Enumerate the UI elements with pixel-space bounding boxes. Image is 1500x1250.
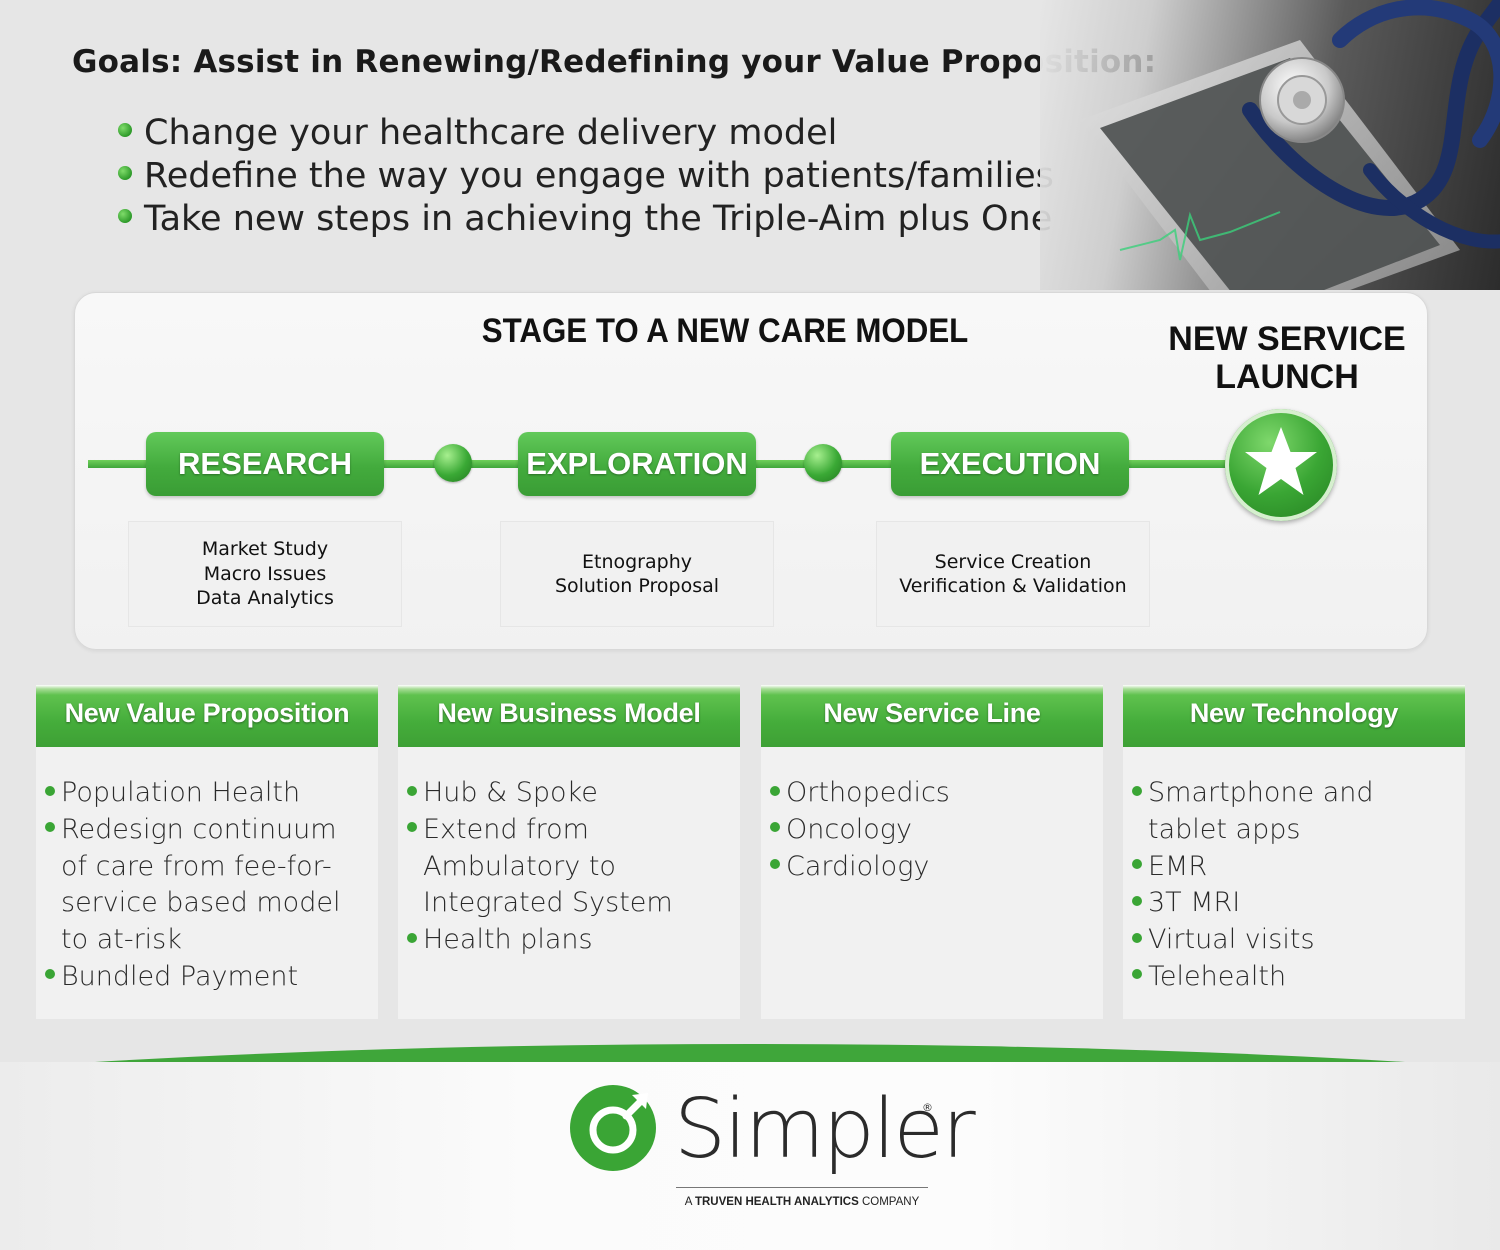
bullet-icon: [118, 166, 132, 180]
bullet-icon: [1132, 785, 1142, 796]
detail-line: Etnography: [582, 550, 692, 573]
list-item: Health plans: [398, 922, 740, 959]
list-item: Telehealth: [1123, 959, 1465, 996]
launch-title: NEW SERVICE LAUNCH: [1150, 320, 1424, 396]
launch-title-line: LAUNCH: [1215, 358, 1359, 396]
bullet-icon: [407, 785, 417, 796]
card-title: New Technology: [1123, 685, 1465, 747]
phase-execution: EXECUTION: [891, 432, 1129, 496]
footer-band: [0, 1062, 1500, 1250]
card-value-proposition: New Value Proposition Population Health …: [36, 685, 378, 1019]
detail-line: Service Creation: [934, 550, 1092, 573]
card-list: Population Health Redesign continuum of …: [36, 747, 378, 996]
goals-list: Change your healthcare delivery model Re…: [118, 112, 1054, 241]
detail-line: Solution Proposal: [554, 575, 720, 597]
registered-mark: ®: [922, 1101, 933, 1114]
bullet-icon: [1132, 969, 1142, 980]
timeline-node: [434, 444, 472, 482]
list-item: EMR: [1123, 849, 1465, 886]
detail-line: Verification & Validation: [899, 575, 1127, 597]
bullet-icon: [45, 785, 55, 796]
list-item: Redesign continuum of care from fee-for-…: [36, 812, 378, 959]
list-item: Virtual visits: [1123, 922, 1465, 959]
brand-name: Simpler: [674, 1082, 976, 1177]
card-title: New Business Model: [398, 685, 740, 747]
phase-research: RESEARCH: [146, 432, 384, 496]
card-service-line: New Service Line Orthopedics Oncology Ca…: [761, 685, 1103, 1019]
bullet-icon: [407, 932, 417, 943]
bullet-icon: [45, 969, 55, 980]
list-item: Smartphone and tablet apps: [1123, 775, 1465, 849]
phase-detail-research: Market Study Macro Issues Data Analytics: [128, 521, 402, 627]
bullet-icon: [770, 859, 780, 870]
card-list: Smartphone and tablet apps EMR 3T MRI Vi…: [1123, 747, 1465, 996]
card-list: Orthopedics Oncology Cardiology: [761, 747, 1103, 885]
bullet-icon: [118, 209, 132, 223]
goals-title: Goals: Assist in Renewing/Redefining you…: [72, 44, 1157, 80]
stethoscope-photo: [1040, 0, 1500, 290]
launch-star-badge: [1225, 409, 1337, 521]
list-item: Extend from Ambulatory to Integrated Sys…: [398, 812, 740, 922]
detail-line: Market Study: [201, 538, 329, 561]
phase-detail-exploration: Etnography Solution Proposal: [500, 521, 774, 627]
detail-line: Macro Issues: [203, 562, 327, 585]
bullet-icon: [407, 822, 417, 833]
list-item: Oncology: [761, 812, 1103, 849]
launch-title-line: NEW SERVICE: [1168, 320, 1406, 358]
phase-detail-execution: Service Creation Verification & Validati…: [876, 521, 1150, 627]
list-item: 3T MRI: [1123, 885, 1465, 922]
bullet-icon: [118, 123, 132, 137]
bullet-icon: [770, 785, 780, 796]
logo-divider: [676, 1187, 928, 1188]
list-item: Population Health: [36, 775, 378, 812]
star-icon: [1245, 427, 1317, 495]
goal-item: Change your healthcare delivery model: [118, 112, 1054, 155]
card-technology: New Technology Smartphone and tablet app…: [1123, 685, 1465, 1019]
card-list: Hub & Spoke Extend from Ambulatory to In…: [398, 747, 740, 959]
card-title: New Value Proposition: [36, 685, 378, 747]
list-item: Bundled Payment: [36, 959, 378, 996]
detail-line: Data Analytics: [196, 587, 334, 610]
list-item: Orthopedics: [761, 775, 1103, 812]
bullet-icon: [770, 822, 780, 833]
list-item: Cardiology: [761, 849, 1103, 886]
simpler-logo-icon: [570, 1085, 656, 1171]
bullet-icon: [1132, 859, 1142, 870]
goal-item: Redefine the way you engage with patient…: [118, 155, 1054, 198]
bullet-icon: [1132, 932, 1142, 943]
phase-exploration: EXPLORATION: [518, 432, 756, 496]
brand-tagline: A TRUVEN HEALTH ANALYTICS COMPANY: [684, 1196, 920, 1208]
goal-item: Take new steps in achieving the Triple-A…: [118, 198, 1054, 241]
card-title: New Service Line: [761, 685, 1103, 747]
list-item: Hub & Spoke: [398, 775, 740, 812]
footer-swoosh: [95, 1044, 1405, 1062]
card-business-model: New Business Model Hub & Spoke Extend fr…: [398, 685, 740, 1019]
bullet-icon: [1132, 895, 1142, 906]
timeline-node: [804, 444, 842, 482]
stage-title: STAGE TO A NEW CARE MODEL: [481, 312, 969, 350]
bullet-icon: [45, 822, 55, 833]
